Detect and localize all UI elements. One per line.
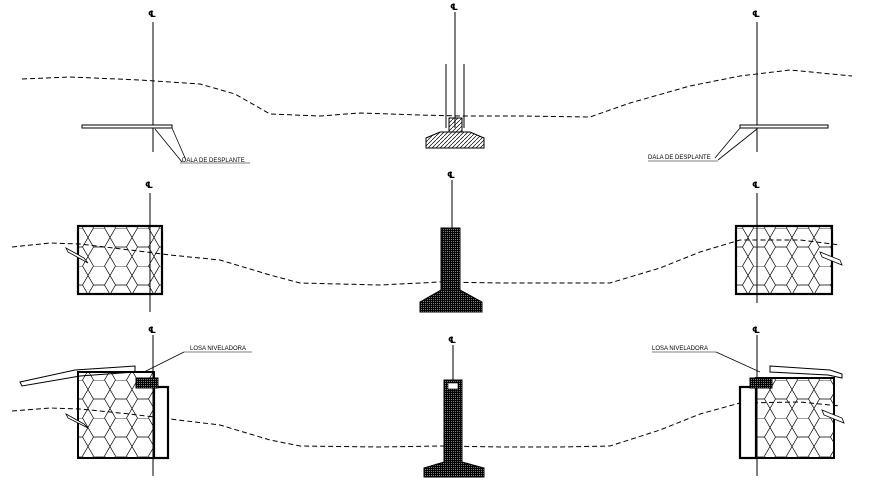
gabion-right-3 bbox=[755, 377, 835, 459]
abutment-seat-left bbox=[135, 377, 159, 389]
pier-column-1 bbox=[448, 117, 463, 133]
losa-right bbox=[769, 365, 843, 379]
dala-beam-right bbox=[739, 124, 829, 129]
pier-footing-1 bbox=[425, 131, 485, 149]
dala-label-left: DALA DE DESPLANTE bbox=[182, 158, 245, 164]
centerline-symbol: ℄ bbox=[447, 171, 455, 181]
centerline-symbol: ℄ bbox=[450, 3, 458, 13]
terrain-line-1 bbox=[21, 69, 853, 118]
centerline-symbol: ℄ bbox=[752, 10, 760, 20]
losa-label-left: LOSA NIVELADORA bbox=[190, 346, 246, 352]
dala-beam-left bbox=[81, 124, 173, 129]
terrain-line-2 bbox=[11, 239, 841, 286]
centerline-symbol: ℄ bbox=[448, 336, 456, 346]
centerline-symbol: ℄ bbox=[752, 181, 760, 191]
centerline-symbol: ℄ bbox=[752, 326, 760, 336]
row-3-elevation: ℄ ℄ ℄ LOSA NIVELADORA LOSA NIVELADORA bbox=[11, 326, 845, 478]
pier-footing-3 bbox=[423, 461, 485, 478]
pier-footing-2 bbox=[419, 289, 483, 313]
centerline-symbol: ℄ bbox=[145, 181, 153, 191]
row-1-elevation: ℄ ℄ ℄ DALA DE DESPLANTE DALA DE DESPLANT… bbox=[21, 3, 853, 164]
losa-label-right: LOSA NIVELADORA bbox=[652, 346, 708, 352]
abutment-left bbox=[152, 385, 170, 460]
gabion-right-2 bbox=[735, 225, 833, 295]
centerline-symbol: ℄ bbox=[148, 10, 156, 20]
dala-label-right: DALA DE DESPLANTE bbox=[648, 155, 711, 161]
abutment-seat-right bbox=[749, 377, 773, 389]
terrain-line-3 bbox=[11, 401, 841, 448]
row-2-elevation: ℄ ℄ ℄ bbox=[11, 171, 843, 313]
gabion-left-2 bbox=[77, 225, 163, 295]
pier-column-2 bbox=[440, 227, 461, 291]
centerline-symbol: ℄ bbox=[148, 326, 156, 336]
pier-column-3 bbox=[443, 391, 463, 463]
abutment-right bbox=[738, 385, 758, 460]
